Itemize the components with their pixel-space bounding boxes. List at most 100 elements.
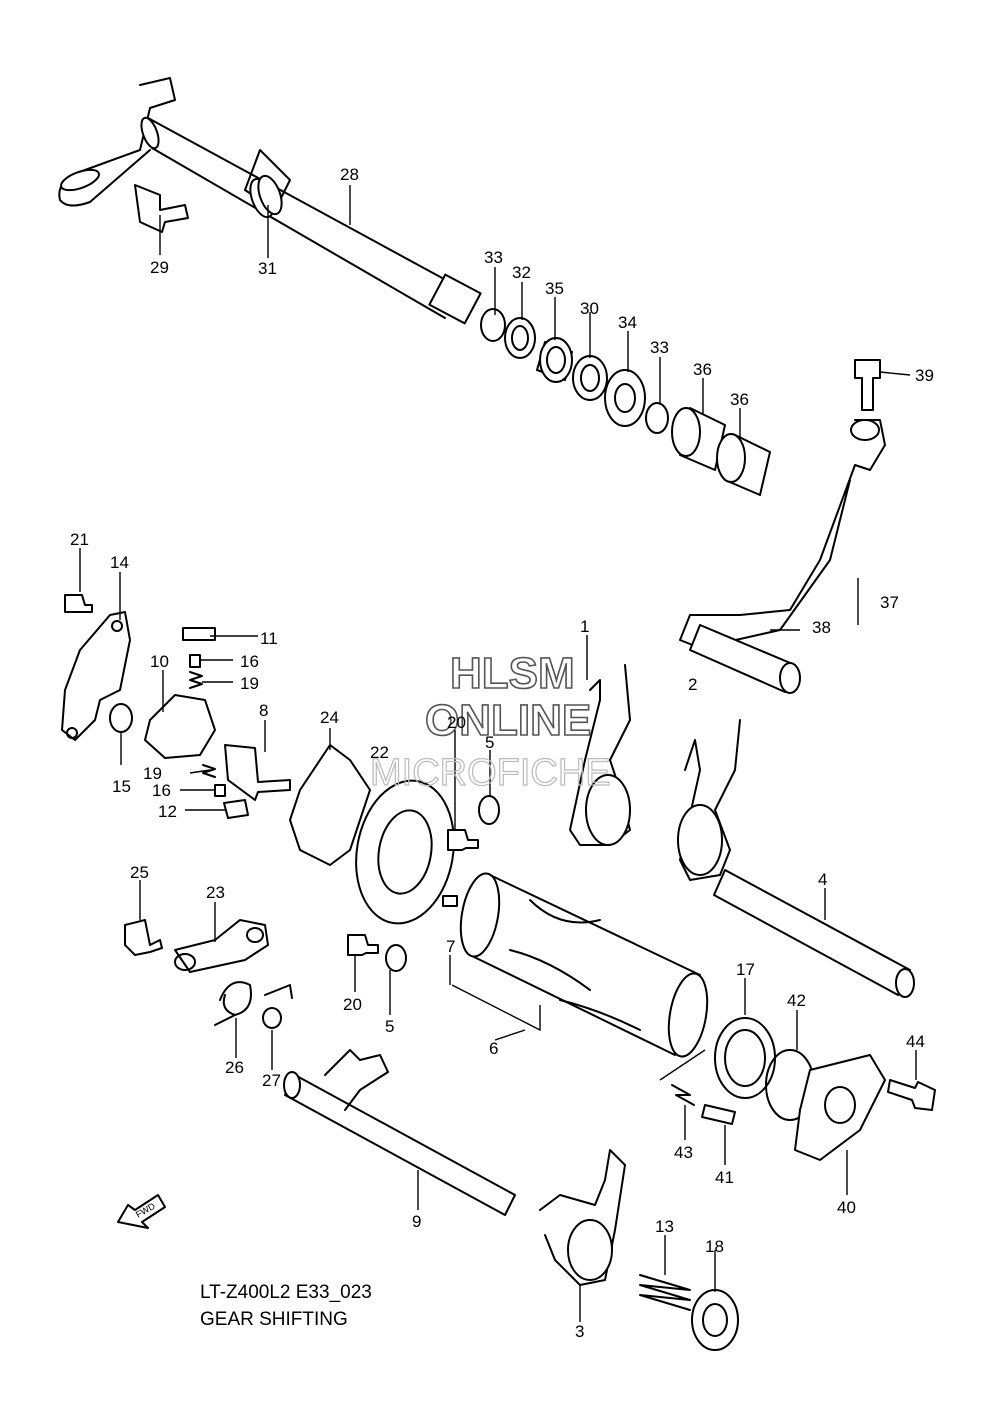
part-20-screw <box>447 829 479 851</box>
callout: 9 <box>412 1212 421 1231</box>
callout: 24 <box>320 708 339 727</box>
callout: 23 <box>206 883 225 902</box>
part-29-pin <box>134 184 189 233</box>
callout: 39 <box>915 366 934 385</box>
callout: 40 <box>837 1198 856 1217</box>
part-24-cam-driven-gear <box>289 744 371 866</box>
part-20-screw-2 <box>347 934 379 956</box>
part-27-washer <box>262 1007 282 1029</box>
callout: 29 <box>150 258 169 277</box>
part-17-bearing <box>714 1017 776 1099</box>
part-38-gearshift-lever <box>679 419 886 694</box>
diagram-title: GEAR SHIFTING <box>200 1309 348 1330</box>
callout: 43 <box>674 1143 693 1162</box>
part-19-spring <box>189 671 203 689</box>
part-2-shift-fork <box>677 719 741 881</box>
callout: 31 <box>258 259 277 278</box>
callout: 42 <box>787 991 806 1010</box>
callout: 14 <box>110 553 129 572</box>
callout: 16 <box>152 781 171 800</box>
part-43-spring <box>671 1084 695 1106</box>
callout: 1 <box>580 617 589 636</box>
callout: 33 <box>484 248 503 267</box>
callout: 37 <box>880 593 899 612</box>
callout: 36 <box>730 390 749 409</box>
part-30-oil-seal <box>572 355 608 401</box>
watermark: HLSM ONLINE MICROFICHE <box>369 648 611 794</box>
part-23-plate <box>174 919 269 973</box>
callout: 6 <box>489 1039 498 1058</box>
callout: 20 <box>447 713 466 732</box>
part-5-washer <box>478 795 500 825</box>
callout: 38 <box>812 618 831 637</box>
callout: 12 <box>158 802 177 821</box>
part-33-circlip <box>480 308 506 342</box>
part-12-pawl <box>223 799 249 819</box>
part-11-roller <box>182 627 216 641</box>
part-33-circlip-2 <box>645 402 669 434</box>
part-16-pin-2 <box>214 784 226 797</box>
part-35-bearing <box>536 337 573 383</box>
callout: 15 <box>112 777 131 796</box>
part-4-fork-shaft <box>713 869 915 998</box>
callout: 44 <box>906 1032 925 1051</box>
callout: 5 <box>485 733 494 752</box>
part-1-shift-fork <box>569 664 631 846</box>
part-18-oil-seal <box>691 1289 739 1351</box>
part-44-bolt <box>887 1079 936 1111</box>
part-40-cover <box>794 1054 886 1161</box>
callout: 20 <box>343 995 362 1014</box>
part-15-washer <box>109 703 133 733</box>
callout: 19 <box>240 674 259 693</box>
callout: 8 <box>259 701 268 720</box>
callout: 3 <box>575 1322 584 1341</box>
callout: 11 <box>260 629 278 648</box>
part-5-washer-2 <box>385 944 407 972</box>
part-41-pin <box>701 1104 736 1125</box>
part-16-pin <box>189 654 201 668</box>
callout: 21 <box>70 530 89 549</box>
callout-numbers: 1 2 3 4 5 5 6 7 8 9 10 11 12 13 14 15 16… <box>70 165 934 1341</box>
part-39-bolt <box>854 359 881 411</box>
callout: 13 <box>655 1217 674 1236</box>
callout: 7 <box>446 937 455 956</box>
part-19-spring-2 <box>202 764 216 778</box>
gear-shift-shaft <box>58 77 482 325</box>
callout: 28 <box>340 165 359 184</box>
part-26-spring <box>214 981 293 1026</box>
callout: 33 <box>650 338 669 357</box>
part-32-washer <box>504 317 536 359</box>
part-6-shift-cam <box>459 872 709 1058</box>
callout: 30 <box>580 299 599 318</box>
part-7-pin <box>442 895 458 907</box>
callout: 26 <box>225 1058 244 1077</box>
callout: 32 <box>512 263 531 282</box>
callout: 17 <box>736 960 755 979</box>
callout: 16 <box>240 652 259 671</box>
part-10-stopper-arm <box>144 694 216 759</box>
part-9-fork-shaft <box>283 1049 516 1216</box>
callout: 25 <box>130 863 149 882</box>
callout: 34 <box>618 313 637 332</box>
part-36-bushing-2 <box>716 433 771 496</box>
part-3-shift-fork <box>539 1149 626 1286</box>
callout: 18 <box>705 1237 724 1256</box>
watermark-line2: ONLINE <box>425 696 591 745</box>
watermark-line3: MICROFICHE <box>370 752 611 794</box>
callout: 41 <box>715 1168 734 1187</box>
part-25-bolt <box>124 919 163 956</box>
callout: 5 <box>385 1017 394 1036</box>
callout: 22 <box>370 743 389 762</box>
callout: 10 <box>150 652 169 671</box>
callout: 19 <box>143 764 162 783</box>
part-36-bushing-1 <box>671 407 726 471</box>
callout: 36 <box>693 360 712 379</box>
fwd-arrow-icon: FWD <box>117 1194 166 1229</box>
watermark-line1: HLSM <box>450 649 575 698</box>
part-13-spring <box>639 1274 691 1311</box>
callout: 27 <box>262 1071 281 1090</box>
diagram-code: LT-Z400L2 E33_023 <box>200 1282 372 1303</box>
part-21-screw <box>64 594 93 613</box>
part-22-bearing <box>355 779 455 925</box>
